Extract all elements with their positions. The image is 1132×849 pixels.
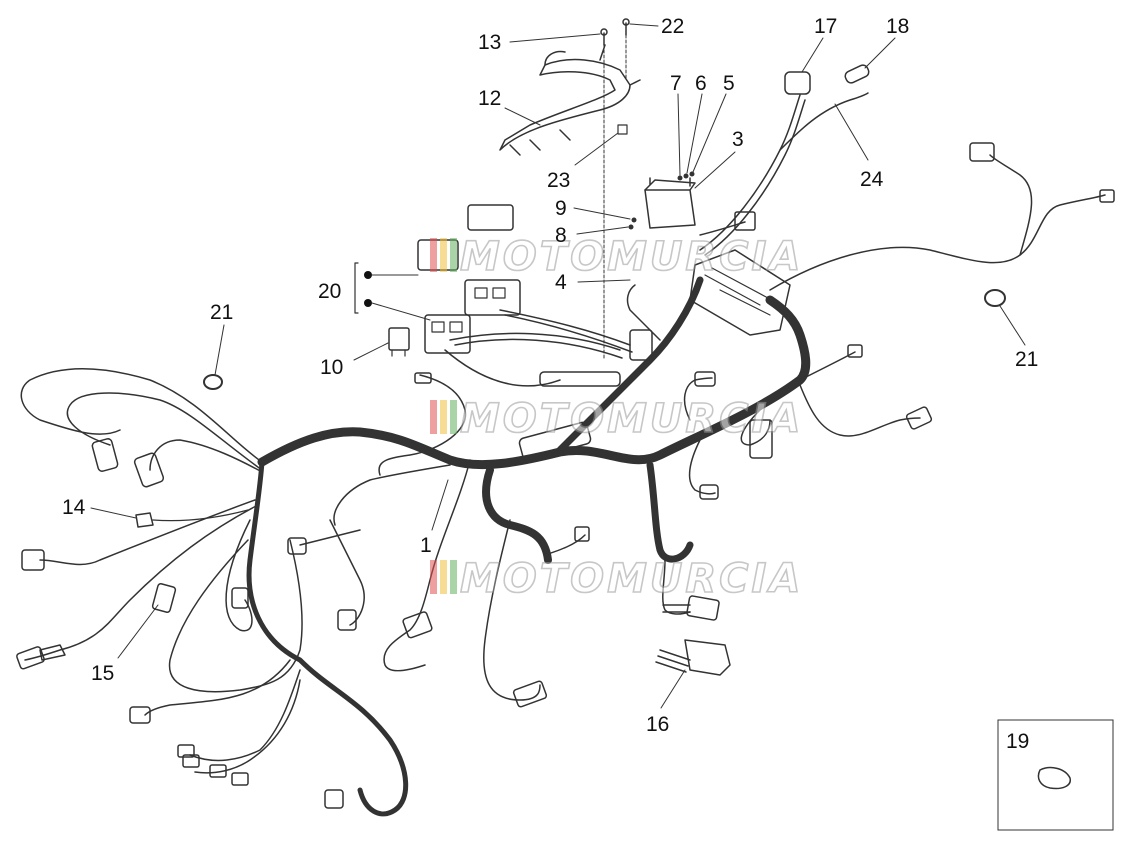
inset-part-19: [997, 719, 1114, 831]
callout-3: 3: [732, 128, 744, 151]
callout-17: 17: [814, 15, 837, 38]
watermark-text: MOTOMURCIA: [460, 234, 803, 280]
callout-6: 6: [695, 72, 707, 95]
callout-5: 5: [723, 72, 735, 95]
callout-1: 1: [420, 534, 432, 557]
terminal-part-17: [784, 71, 811, 95]
cap-part-18: [844, 64, 870, 84]
callout-14: 14: [62, 496, 86, 519]
clamps-part-21: [203, 289, 1006, 390]
main-harness: [257, 276, 811, 564]
callout-9: 9: [555, 197, 567, 220]
callout-16: 16: [646, 713, 669, 736]
callout-21-left: 21: [210, 301, 233, 324]
bracket-part-12: [499, 44, 641, 156]
left-branch-wires: [20, 368, 586, 817]
watermark-2: MOTOMURCIA: [430, 395, 803, 443]
leader-lines: [90, 23, 1026, 709]
watermark-text: MOTOMURCIA: [460, 556, 803, 602]
callout-4: 4: [555, 271, 567, 294]
callout-22: 22: [661, 15, 684, 38]
watermark-3: MOTOMURCIA: [430, 555, 803, 603]
callout-19: 19: [1006, 730, 1029, 753]
fuse-boxes-part-20: [354, 204, 521, 354]
terminal-part-14: [135, 509, 249, 528]
callout-10: 10: [320, 356, 343, 379]
callout-15: 15: [91, 662, 114, 685]
callout-7: 7: [670, 72, 682, 95]
control-unit: [689, 211, 791, 336]
callout-18: 18: [886, 15, 909, 38]
callout-labels: 13 22 12 23 7 6 5 3 9 8 4 20 10 21 14 15…: [62, 15, 1038, 753]
boot-part-16: [655, 639, 731, 676]
callout-21-right: 21: [1015, 348, 1038, 371]
relay-part-10: [388, 327, 410, 357]
connectors: [16, 142, 1115, 809]
relay-box-part-3: [644, 177, 696, 229]
callout-20: 20: [318, 280, 341, 303]
callout-12: 12: [478, 87, 501, 110]
screws: [600, 18, 630, 361]
callout-8: 8: [555, 224, 567, 247]
callout-13: 13: [478, 31, 501, 54]
small-clips: [628, 171, 695, 230]
watermark-1: MOTOMURCIA: [430, 233, 803, 281]
callout-23: 23: [547, 169, 570, 192]
watermark-text: MOTOMURCIA: [460, 396, 803, 442]
callout-24: 24: [860, 168, 884, 191]
